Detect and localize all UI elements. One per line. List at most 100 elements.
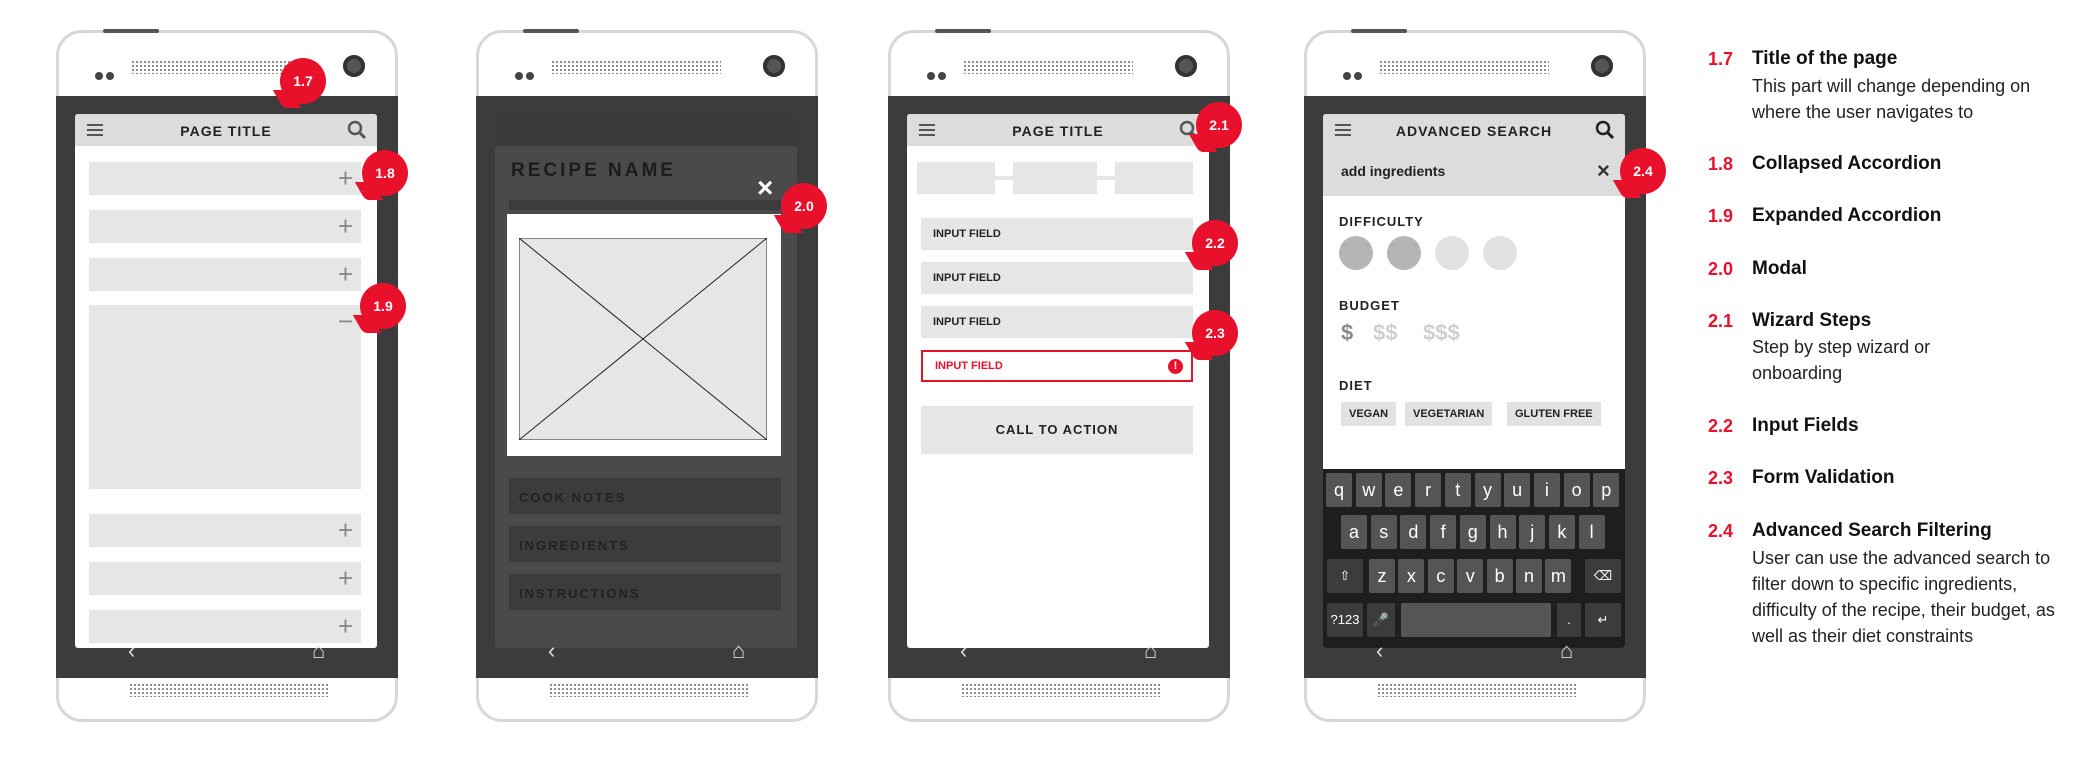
- search-bar[interactable]: add ingredients ×: [1323, 146, 1625, 196]
- phone-bezel: ADVANCED SEARCH add ingredients × DIFFIC…: [1304, 96, 1646, 678]
- key-v[interactable]: v: [1457, 559, 1484, 593]
- backspace-key[interactable]: ⌫: [1585, 559, 1621, 593]
- key-c[interactable]: c: [1427, 559, 1454, 593]
- difficulty-option-3[interactable]: [1435, 236, 1469, 270]
- legend-title: Expanded Accordion: [1752, 205, 1942, 226]
- key-d[interactable]: d: [1400, 515, 1427, 549]
- accordion-expanded[interactable]: −: [89, 305, 361, 489]
- plus-icon: +: [337, 515, 353, 545]
- budget-option-low[interactable]: $: [1341, 320, 1354, 345]
- wizard-step-1[interactable]: [917, 162, 995, 194]
- diet-chip-gluten-free[interactable]: GLUTEN FREE: [1507, 402, 1601, 426]
- sensor-dots: [927, 67, 949, 80]
- key-y[interactable]: y: [1474, 473, 1501, 507]
- accordion-collapsed[interactable]: +: [89, 562, 361, 595]
- accordion-collapsed[interactable]: +: [89, 162, 361, 195]
- phone-modal: RECIPE NAME COOK NOTES INGREDIENTS INSTR…: [476, 29, 818, 722]
- period-key[interactable]: .: [1557, 603, 1581, 637]
- section-cook-notes[interactable]: COOK NOTES: [509, 478, 781, 514]
- legend-title: Wizard Steps: [1752, 310, 1872, 331]
- key-r[interactable]: r: [1415, 473, 1442, 507]
- difficulty-option-2[interactable]: [1387, 236, 1421, 270]
- key-m[interactable]: m: [1545, 559, 1572, 593]
- budget-option-mid[interactable]: $$: [1373, 320, 1398, 345]
- earpiece-speaker: [131, 60, 301, 74]
- legend-title: Input Fields: [1752, 415, 1859, 436]
- hamburger-menu-icon[interactable]: [1335, 124, 1351, 136]
- legend-number: 2.2: [1708, 416, 1734, 436]
- key-j[interactable]: j: [1519, 515, 1546, 549]
- accordion-collapsed[interactable]: +: [89, 210, 361, 243]
- legend-title: Collapsed Accordion: [1752, 153, 1942, 174]
- key-e[interactable]: e: [1385, 473, 1412, 507]
- back-icon[interactable]: ‹: [1376, 638, 1384, 663]
- key-s[interactable]: s: [1370, 515, 1397, 549]
- app-bar: PAGE TITLE: [907, 114, 1209, 146]
- input-field[interactable]: INPUT FIELD: [921, 306, 1193, 338]
- section-label: INSTRUCTIONS: [519, 586, 641, 601]
- callout-badge-2-1: 2.1: [1196, 102, 1242, 148]
- key-b[interactable]: b: [1486, 559, 1513, 593]
- key-w[interactable]: w: [1355, 473, 1382, 507]
- hamburger-menu-icon[interactable]: [87, 124, 103, 136]
- back-icon[interactable]: ‹: [128, 638, 136, 663]
- key-n[interactable]: n: [1516, 559, 1542, 593]
- diet-chip-vegan[interactable]: VEGAN: [1341, 402, 1397, 426]
- callout-badge-2-0: 2.0: [781, 183, 827, 229]
- budget-option-high[interactable]: $$$: [1423, 320, 1460, 345]
- home-icon[interactable]: ⌂: [1144, 638, 1158, 663]
- key-o[interactable]: o: [1563, 473, 1590, 507]
- phone-bezel: RECIPE NAME COOK NOTES INGREDIENTS INSTR…: [476, 96, 818, 678]
- input-field[interactable]: INPUT FIELD: [921, 262, 1193, 294]
- search-input[interactable]: add ingredients: [1341, 163, 1446, 179]
- shift-key[interactable]: ⇧: [1327, 559, 1363, 593]
- microphone-key[interactable]: 🎤: [1367, 603, 1395, 637]
- input-field-error[interactable]: INPUT FIELD !: [921, 350, 1193, 382]
- enter-key[interactable]: ↵: [1585, 603, 1621, 637]
- key-a[interactable]: a: [1341, 515, 1367, 549]
- budget-label: BUDGET: [1339, 298, 1400, 313]
- key-g[interactable]: g: [1459, 515, 1486, 549]
- difficulty-option-1[interactable]: [1339, 236, 1373, 270]
- section-ingredients[interactable]: INGREDIENTS: [509, 526, 781, 562]
- hamburger-menu-icon[interactable]: [919, 124, 935, 136]
- bottom-speaker: [1377, 683, 1577, 697]
- call-to-action-button[interactable]: CALL TO ACTION: [921, 406, 1193, 454]
- callout-badge-2-4: 2.4: [1620, 148, 1666, 194]
- key-k[interactable]: k: [1548, 515, 1575, 549]
- back-icon[interactable]: ‹: [548, 638, 556, 663]
- back-icon[interactable]: ‹: [960, 638, 968, 663]
- home-icon[interactable]: ⌂: [1560, 638, 1574, 663]
- wizard-connector: [995, 176, 1013, 180]
- space-key[interactable]: [1401, 603, 1551, 637]
- wizard-step-2[interactable]: [1013, 162, 1097, 194]
- diet-chip-vegetarian[interactable]: VEGETARIAN: [1405, 402, 1493, 426]
- earpiece-speaker: [551, 60, 721, 74]
- search-icon[interactable]: [347, 120, 367, 140]
- key-u[interactable]: u: [1504, 473, 1531, 507]
- phone-advanced-search: ADVANCED SEARCH add ingredients × DIFFIC…: [1304, 29, 1646, 722]
- clear-icon[interactable]: ×: [1597, 158, 1610, 183]
- wizard-step-3[interactable]: [1115, 162, 1193, 194]
- key-q[interactable]: q: [1326, 473, 1352, 507]
- key-h[interactable]: h: [1489, 515, 1516, 549]
- modal-close-icon[interactable]: ×: [757, 172, 774, 203]
- accordion-collapsed[interactable]: +: [89, 258, 361, 291]
- key-p[interactable]: p: [1593, 473, 1620, 507]
- search-icon[interactable]: [1595, 120, 1615, 140]
- symbols-key[interactable]: ?123: [1327, 603, 1363, 637]
- key-z[interactable]: z: [1369, 559, 1395, 593]
- bottom-speaker: [129, 683, 329, 697]
- accordion-collapsed[interactable]: +: [89, 610, 361, 643]
- key-f[interactable]: f: [1430, 515, 1457, 549]
- difficulty-option-4[interactable]: [1483, 236, 1517, 270]
- key-i[interactable]: i: [1533, 473, 1560, 507]
- key-x[interactable]: x: [1398, 559, 1425, 593]
- section-instructions[interactable]: INSTRUCTIONS: [509, 574, 781, 610]
- home-icon[interactable]: ⌂: [312, 638, 326, 663]
- key-l[interactable]: l: [1578, 515, 1605, 549]
- accordion-collapsed[interactable]: +: [89, 514, 361, 547]
- home-icon[interactable]: ⌂: [732, 638, 746, 663]
- input-field[interactable]: INPUT FIELD: [921, 218, 1193, 250]
- key-t[interactable]: t: [1444, 473, 1471, 507]
